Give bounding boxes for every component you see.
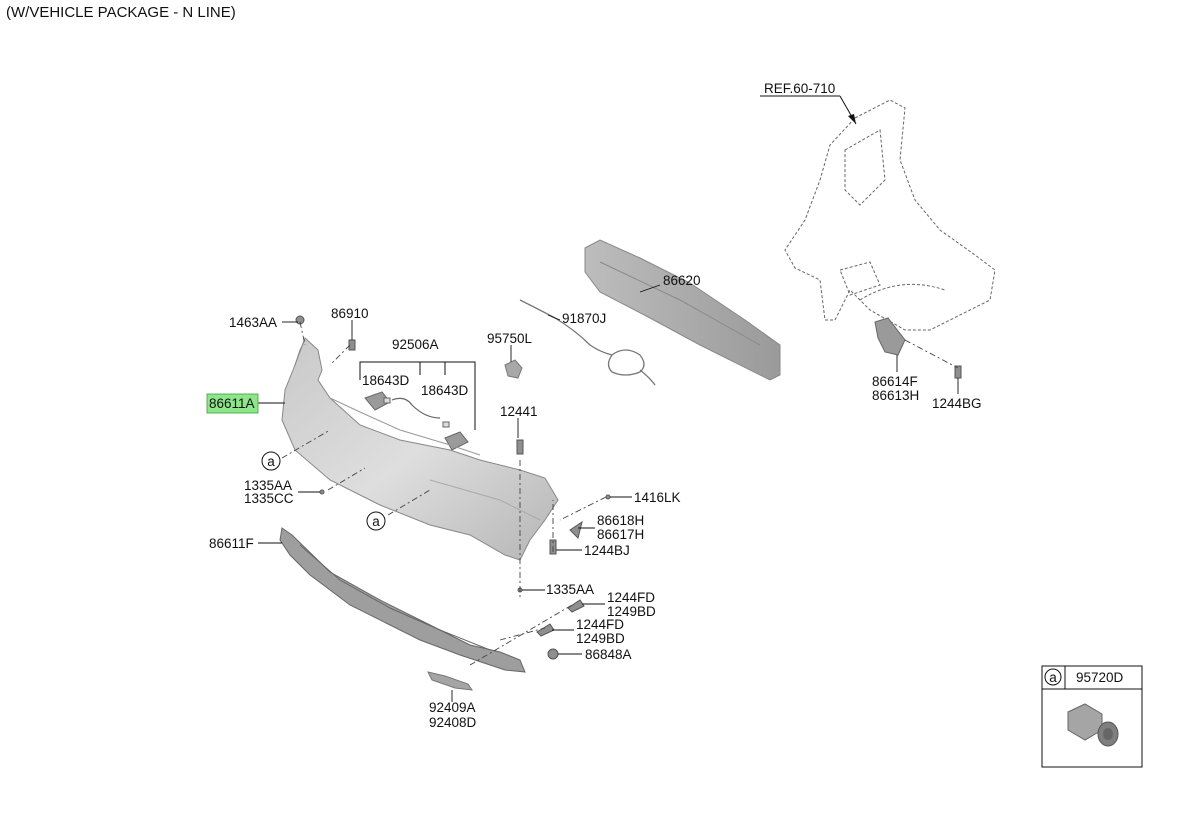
- label-1244BG[interactable]: 1244BG: [932, 396, 982, 411]
- parking-sensor-95720D[interactable]: [1067, 703, 1119, 747]
- wiring-harness-91870J[interactable]: [519, 299, 656, 386]
- label-92409A[interactable]: 92409A: [429, 700, 476, 715]
- rear-diffuser-86611F[interactable]: [279, 527, 526, 673]
- label-1463AA[interactable]: 1463AA: [229, 315, 277, 330]
- absorber-86620[interactable]: [584, 239, 781, 381]
- label-1244FD-lower[interactable]: 1244FD: [576, 617, 624, 632]
- label-86910[interactable]: 86910: [331, 306, 369, 321]
- circle-a-label: a: [372, 514, 380, 529]
- leader-lines: [258, 284, 959, 702]
- label-18643D-right[interactable]: 18643D: [421, 383, 469, 398]
- label-1416LK[interactable]: 1416LK: [634, 490, 681, 505]
- label-1335CC[interactable]: 1335CC: [244, 491, 294, 506]
- legend-circle-a: [1044, 668, 1062, 686]
- assembly-lines: [281, 321, 959, 666]
- reflector-92409A[interactable]: [427, 671, 474, 691]
- label-ref-60-710[interactable]: REF.60-710: [764, 81, 835, 96]
- label-1249BD-upper[interactable]: 1249BD: [607, 604, 656, 619]
- label-92506A[interactable]: 92506A: [392, 337, 439, 352]
- quarter-panel-outline: [784, 99, 996, 331]
- circle-a-marker: [366, 511, 386, 531]
- label-12441[interactable]: 12441: [500, 404, 538, 419]
- license-lamp-assembly[interactable]: [359, 361, 476, 451]
- label-86848A[interactable]: 86848A: [585, 647, 632, 662]
- label-18643D-left[interactable]: 18643D: [362, 373, 410, 388]
- label-91870J[interactable]: 91870J: [562, 311, 606, 326]
- label-1335AA-lower[interactable]: 1335AA: [546, 582, 594, 597]
- label-86614F[interactable]: 86614F: [872, 374, 918, 389]
- legend-circle-label: a: [1049, 670, 1057, 685]
- legend-part-95720D[interactable]: 95720D: [1076, 670, 1124, 685]
- label-92408D[interactable]: 92408D: [429, 715, 477, 730]
- label-86617H[interactable]: 86617H: [597, 527, 644, 542]
- label-1244BJ[interactable]: 1244BJ: [584, 543, 630, 558]
- legend-box: a 95720D: [1041, 665, 1143, 768]
- circle-a-label: a: [267, 454, 275, 469]
- label-86618H[interactable]: 86618H: [597, 513, 644, 528]
- label-1249BD-lower[interactable]: 1249BD: [576, 631, 625, 646]
- label-1244FD-upper[interactable]: 1244FD: [607, 590, 655, 605]
- circle-a-marker: [261, 451, 281, 471]
- label-86620[interactable]: 86620: [663, 273, 701, 288]
- sensor-95750L[interactable]: [504, 359, 523, 379]
- diagram-title: (W/VEHICLE PACKAGE - N LINE): [6, 4, 236, 21]
- label-86613H[interactable]: 86613H: [872, 388, 919, 403]
- label-86611F[interactable]: 86611F: [209, 536, 254, 551]
- label-1335AA-upper[interactable]: 1335AA: [244, 478, 292, 493]
- bracket-86614F[interactable]: [874, 317, 906, 356]
- highlight-box: [206, 393, 259, 414]
- label-95750L[interactable]: 95750L: [487, 331, 533, 346]
- label-86611A[interactable]: 86611A: [209, 396, 255, 411]
